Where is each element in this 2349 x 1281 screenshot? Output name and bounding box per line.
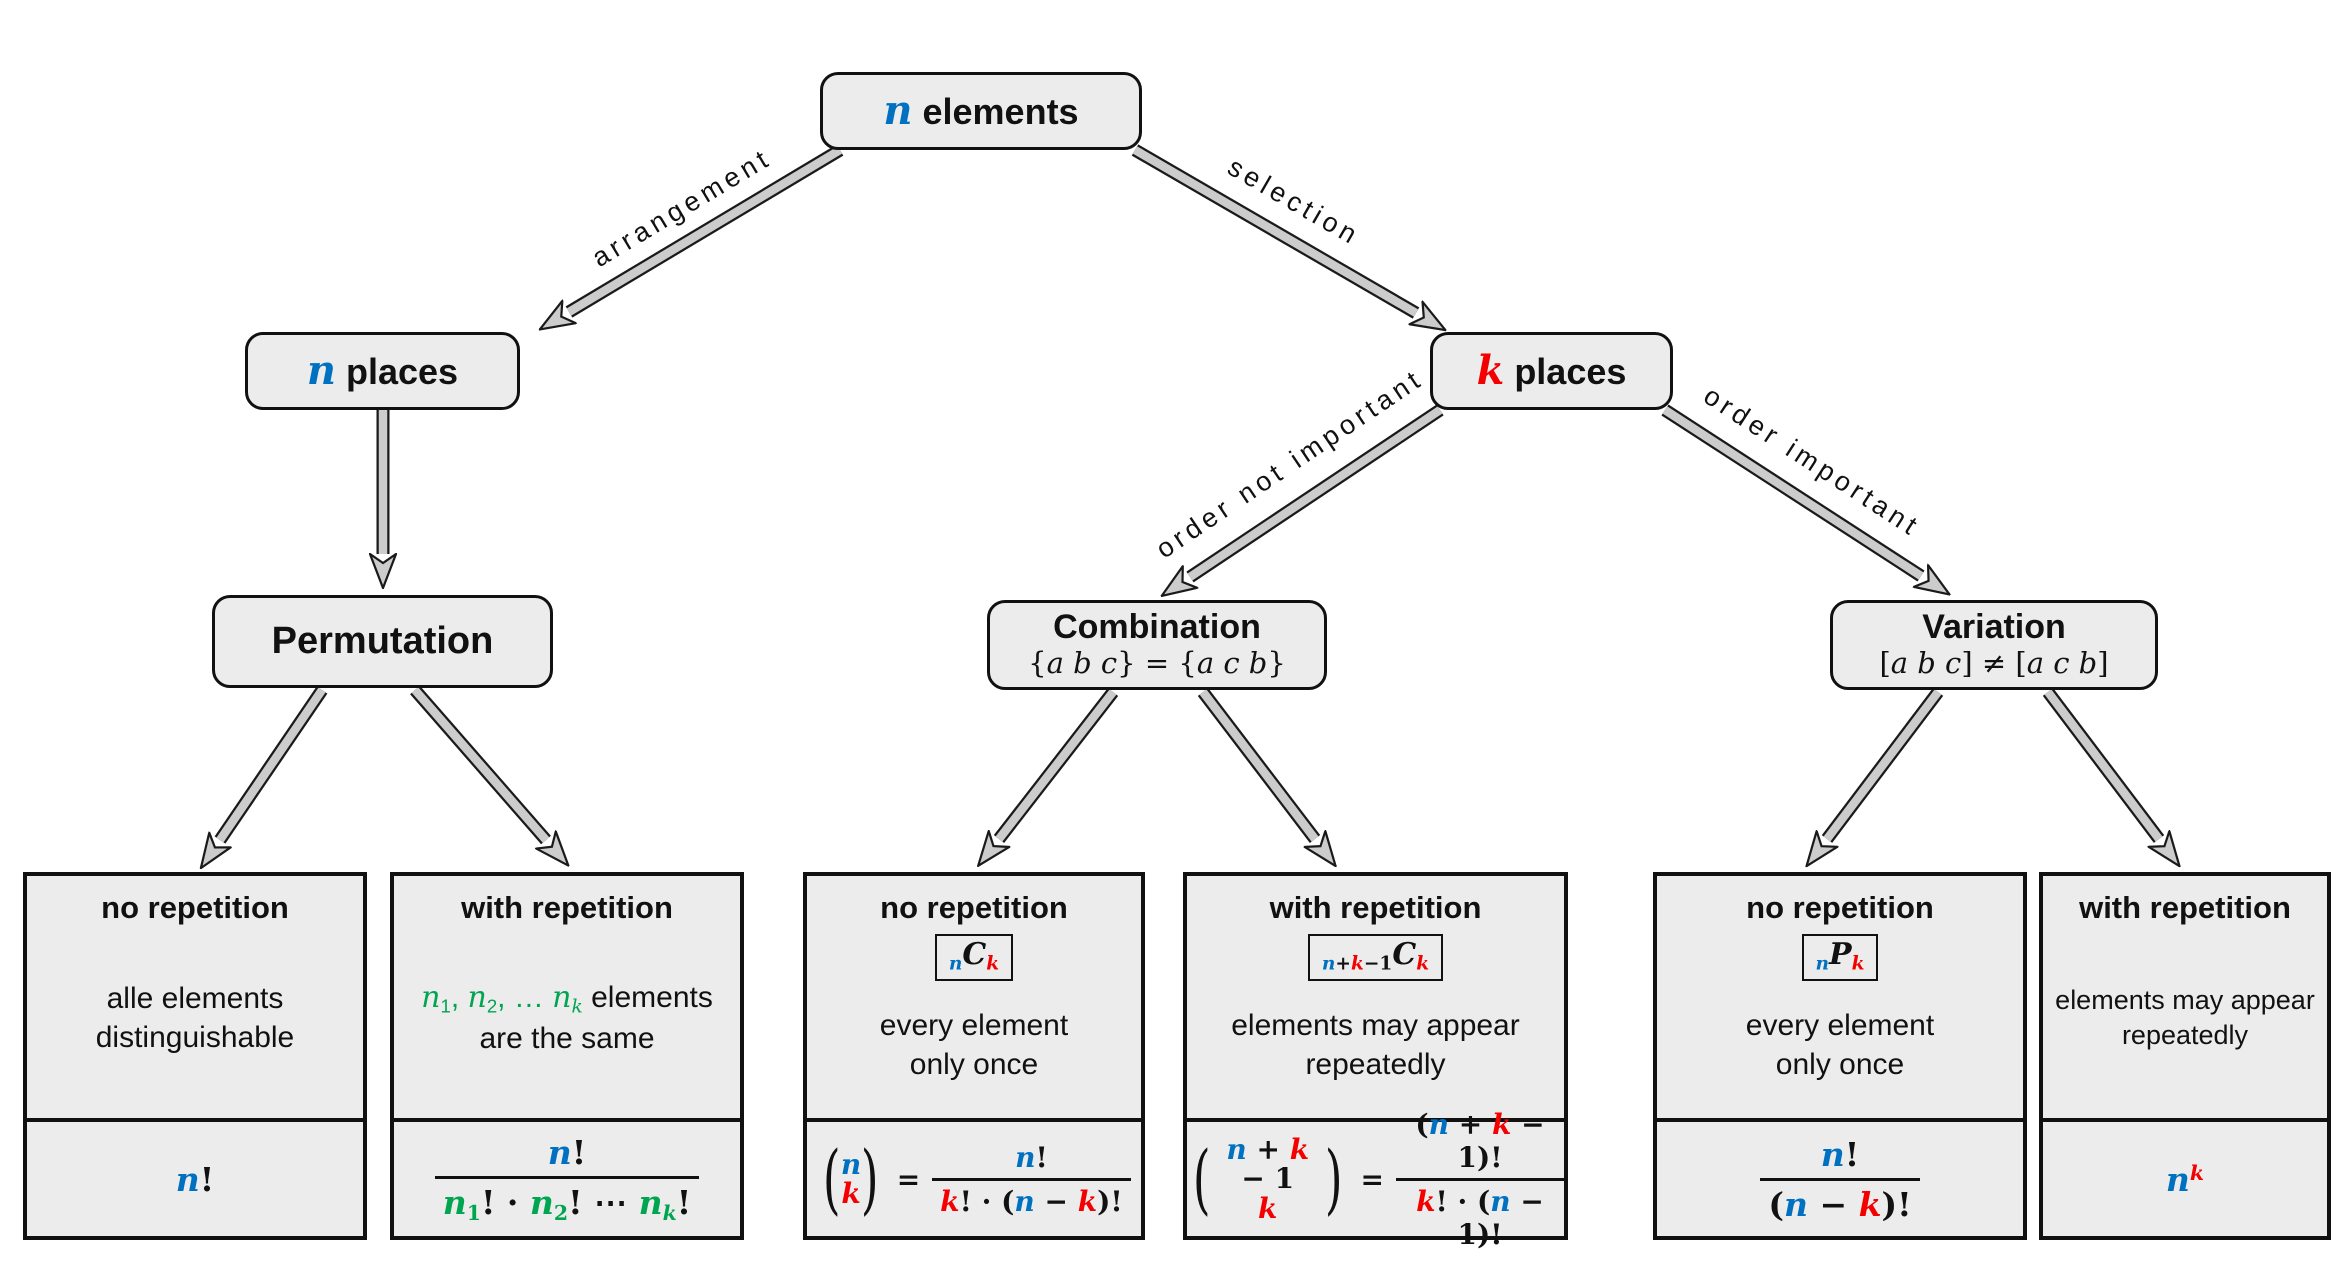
leaf-body: no repetition nCk every element only onc… [807,876,1141,1118]
leaf-description: n1, n2, … nk elements are the same [421,979,713,1056]
arrow-permutation-to-with-repetition [410,685,546,840]
leaf-symbol-nCk: nCk [934,934,1014,981]
leaf-body: with repetition n1, n2, … nk elements ar… [394,876,740,1118]
leaf-description: every element only once [879,1009,1069,1082]
node-variation-label: Variation [1922,607,2066,646]
leaf-header: no repetition [880,890,1068,925]
leaf-formula: n!n1! · n2! ⋯ nk! [394,1118,740,1236]
node-combination: Combination {a b c} = {a c b} [987,600,1327,690]
leaf-header: with repetition [1269,890,1482,925]
node-combination-subtitle: {a b c} = {a c b} [1028,646,1286,681]
leaf-header: no repetition [1746,890,1934,925]
arrow-k-places-to-variation [1661,404,1921,576]
leaf-body: with repetition n+k−1Ck elements may app… [1187,876,1564,1118]
arrow-combination-to-with-repetition [1197,688,1315,839]
leaf-symbol-n+k-1Ck: n+k−1Ck [1307,934,1444,981]
node-n-elements: n elements [820,72,1142,150]
leaf-header: with repetition [461,890,673,925]
node-variation: Variation [a b c] ≠ [a c b] [1830,600,2158,690]
leaf-description: alle elements distinguishable [95,982,295,1054]
node-permutation: Permutation [212,595,553,688]
node-k-places-label: k places [1476,347,1627,394]
node-k-places: k places [1430,332,1673,410]
leaf-combination-no-repetition: no repetition nCk every element only onc… [803,872,1145,1240]
leaf-description: elements may appear repeatedly [2055,984,2315,1050]
leaf-description: every element only once [1745,1009,1935,1082]
leaf-formula: nk [2043,1118,2327,1236]
leaf-header: no repetition [101,890,289,925]
arrow-permutation-to-no-repetition [220,686,328,840]
leaf-combination-with-repetition: with repetition n+k−1Ck elements may app… [1183,872,1568,1251]
leaf-header: with repetition [2079,890,2291,925]
leaf-body: no repetition alle elements distinguisha… [27,876,363,1118]
leaf-description: elements may appear repeatedly [1231,1009,1520,1082]
leaf-permutation-with-repetition: with repetition n1, n2, … nk elements ar… [390,872,744,1240]
leaf-body: no repetition nPk every element only onc… [1657,876,2023,1118]
node-n-elements-label: n elements [883,87,1079,134]
arrow-root-to-n-places [569,144,844,312]
leaf-symbol-nPk: nPk [1801,934,1879,981]
node-permutation-label: Permutation [271,619,494,662]
leaf-variation-with-repetition: with repetition elements may appear repe… [2039,872,2331,1240]
leaf-formula: n! [27,1118,363,1236]
leaf-permutation-no-repetition: no repetition alle elements distinguisha… [23,872,367,1240]
leaf-formula: n!(n − k)! [1657,1118,2023,1236]
leaf-variation-no-repetition: no repetition nPk every element only onc… [1653,872,2027,1240]
leaf-body: with repetition elements may appear repe… [2043,876,2327,1118]
arrow-k-places-to-combination [1190,404,1444,577]
arrow-variation-to-no-repetition [1827,688,1944,839]
node-variation-subtitle: [a b c] ≠ [a c b] [1879,646,2109,681]
arrow-variation-to-with-repetition [2042,688,2159,839]
arrow-combination-to-no-repetition [999,688,1119,839]
node-n-places: n places [245,332,520,410]
node-combination-label: Combination [1053,607,1261,646]
node-n-places-label: n places [306,347,459,394]
arrow-root-to-k-places [1131,144,1416,313]
